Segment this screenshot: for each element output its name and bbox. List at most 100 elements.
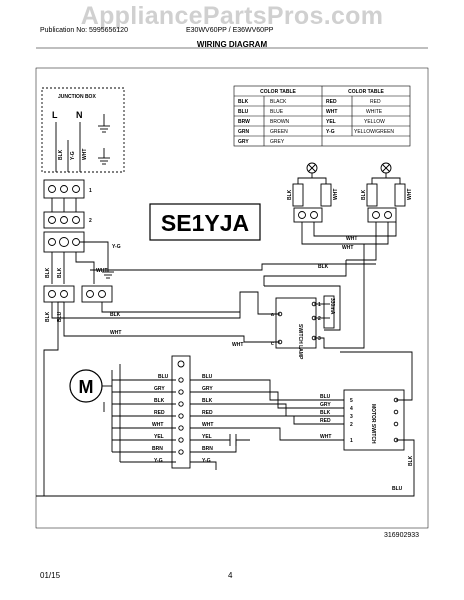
model-code-box [149,203,261,241]
color-table-header-right: COLOR TABLE [348,89,384,95]
motor-symbol: M [79,377,94,397]
motor-switch: 5 4 3 2 1 MOTOR SWITCH [343,389,405,451]
motor-switch-terminal: 2 [350,422,353,428]
junction-neutral: N [76,110,83,120]
switch-wire-label: GRY [202,386,213,392]
junction-line: L [52,110,58,120]
motor-switch-terminal: 1 [350,438,353,444]
publication-number: Publication No: 5995656120 [40,27,128,34]
motor-switch-wire-label: BLU [320,394,331,400]
lamp-switch-label: SWITCH LAMP [297,324,303,360]
junction-box: JUNCTION BOX L N BLK Y-G WHT [41,87,125,173]
wire-label-blu-a: BLU [57,311,63,322]
footer-page-number: 4 [228,571,233,580]
ct-name: BLUE [270,109,284,115]
motor-wires: BLU GRY BLK RED WHT YEL BRN Y-G [103,364,184,464]
motor-switch-wire-label: WHT [320,434,331,440]
ct-name: YELLOW/GREEN [354,129,394,135]
wire-label-yg-ground: Y-G [112,244,121,250]
switch-wire-label: BLK [202,398,213,404]
motor-switch-terminal: 5 [350,398,353,404]
ct-name: GREEN [270,129,288,135]
ct-code: WHT [326,109,337,115]
page-title: WIRING DIAGRAM [196,40,268,49]
wire-label-blk-mid: BLK [110,312,121,318]
motor-switch-label: MOTOR SWITCH [370,404,376,444]
switch-wire-label: RED [202,410,213,416]
motor-wire-label: BLU [158,374,169,380]
motor-wire-label: BRN [152,446,163,452]
ct-name: BLACK [270,99,287,105]
jb-label-wht: WHT [82,149,88,160]
color-table-header-left: COLOR TABLE [260,89,296,95]
switch-wire-label: BRN [202,446,213,452]
terminal-block-2: 2 [43,211,92,253]
motor-switch-wire-label: BLK [320,410,331,416]
lamp2-wht: WHT [407,189,413,200]
lamp-switch-terminal-a: a [271,312,274,318]
jb-label-yg: Y-G [70,151,76,160]
ct-name: RED [370,99,381,105]
lamp-switch-terminal-2: 2 [318,316,321,322]
wire-label-blu-bottom: BLU [392,486,403,492]
terminal-block-2-label: 2 [89,218,92,224]
switch-wire-label: Y-G [202,458,211,464]
junction-box-title: JUNCTION BOX [58,94,96,100]
ct-code: BRW [238,119,250,125]
switch-wire-label: BLU [202,374,213,380]
lamp-switch-part: 330mA [329,298,335,315]
switch-wires: BLU GRY BLK RED WHT YEL BRN Y-G BLU GRY … [190,374,344,470]
terminal-block-1-label: 1 [89,188,92,194]
wire-label-blk-right: BLK [408,455,414,466]
ct-code: BLK [238,99,249,105]
motor-wire-label: YEL [154,434,164,440]
wire-label-blk-c: BLK [45,311,51,322]
ct-code: Y-G [326,129,335,135]
motor-wire-label: GRY [154,386,165,392]
wire-label-wht-mid: WHT [110,330,121,336]
switch-wire-label: YEL [202,434,212,440]
footer-date: 01/15 [40,571,61,580]
model-code: SE1YJA [161,210,249,236]
ct-code: RED [326,99,337,105]
lamp-wire-wht-a: WHT [346,236,357,242]
ct-name: BROWN [270,119,290,125]
motor: M [69,369,112,403]
color-table: COLOR TABLE COLOR TABLE BLK BLACK BLU BL… [233,85,411,147]
terminal-block-1: 1 [43,179,92,199]
document-number: 316902933 [384,532,420,539]
ct-code: GRY [238,139,249,145]
motor-switch-terminal: 4 [350,406,353,412]
wire-label-wht-switch: WHT [232,342,243,348]
diagram-frame [35,67,429,529]
wire-label-blk-top: BLK [318,264,329,270]
lamp-switch-terminal-3: 3 [318,336,321,342]
wire-label-wht-top: WHT [96,268,107,274]
motor-wire-label: RED [154,410,165,416]
motor-wire-label: Y-G [154,458,163,464]
ct-name: YELLOW [364,119,385,125]
ground-icon [98,114,110,165]
lamp-switch-terminal-1: 1 [318,302,321,308]
motor-wire-label: WHT [152,422,163,428]
ct-name: GREY [270,139,285,145]
lamp-icon [366,162,406,207]
wire-label-blk-a: BLK [45,267,51,278]
lamp1-blk: BLK [287,189,293,200]
lamp-switch-terminal-c: c [271,341,274,347]
lamp-icon [292,162,332,207]
motor-switch-terminal: 3 [350,414,353,420]
model-numbers: E30WV60PP / E36WV60PP [186,27,274,34]
motor-connector [171,355,191,469]
lamp-switch: SWITCH LAMP a c 1 2 3 330mA [271,295,335,360]
ct-name: WHITE [366,109,383,115]
lamp1-wht: WHT [333,189,339,200]
motor-wire-label: BLK [154,398,165,404]
motor-switch-wire-label: RED [320,418,331,424]
jb-label-blk: BLK [58,149,64,160]
lamp-wire-wht-b: WHT [342,245,353,251]
lamp2-blk: BLK [361,189,367,200]
ct-code: GRN [238,129,250,135]
